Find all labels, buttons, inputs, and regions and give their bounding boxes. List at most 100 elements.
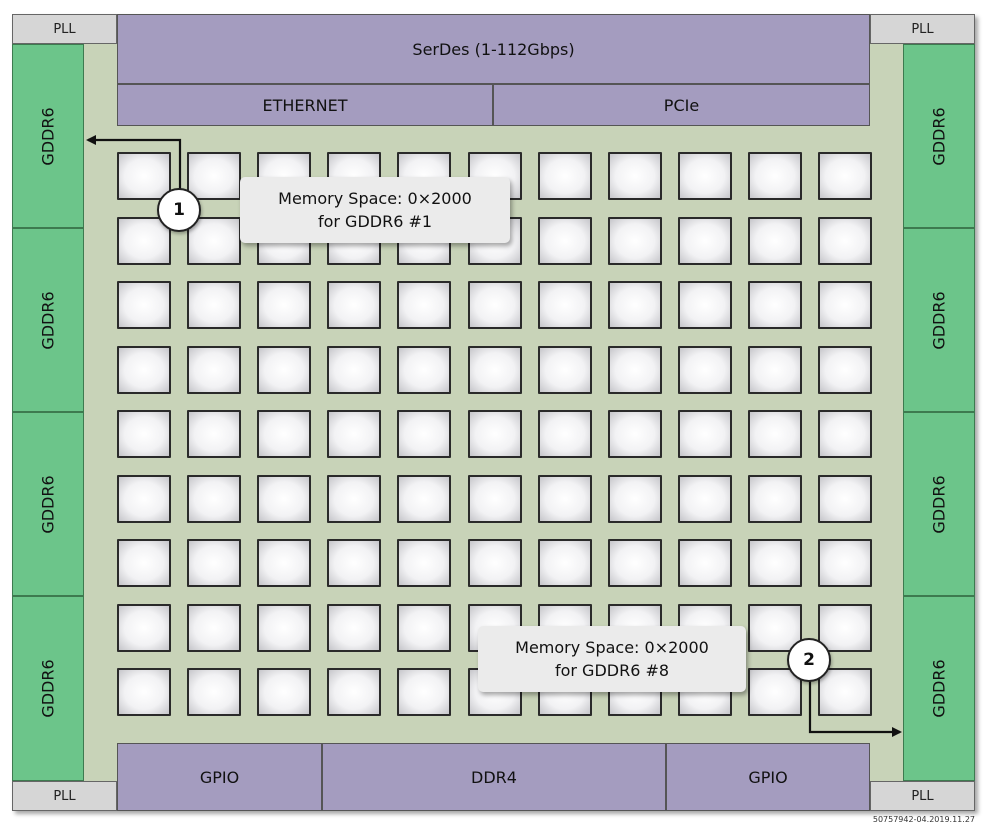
compute-tile-r1-c10 — [818, 216, 872, 265]
badge-1-label: 1 — [173, 200, 185, 220]
gddr6-left-1: GDDR6 — [12, 44, 84, 228]
gddr6-left-2: GDDR6 — [12, 228, 84, 412]
compute-tile-r4-c10 — [818, 410, 872, 458]
compute-tile-r0-c1 — [187, 152, 242, 200]
compute-tile-r1-c7 — [607, 216, 662, 265]
pll-top-right: PLL — [870, 14, 975, 44]
compute-tile-r7-c3 — [327, 603, 382, 652]
compute-tile-r5-c7 — [607, 474, 662, 523]
arrow-to-gddr6-8 — [808, 662, 902, 737]
compute-tile-r3-c8 — [677, 345, 732, 394]
compute-tile-r5-c6 — [537, 474, 592, 523]
compute-tile-r3-c3 — [327, 345, 382, 394]
badge-2: 2 — [787, 638, 831, 682]
compute-tile-r5-c4 — [397, 474, 452, 523]
gddr6-right-1: GDDR6 — [903, 44, 975, 228]
compute-tile-r2-c10 — [818, 281, 872, 329]
pll-top-right-label: PLL — [911, 21, 934, 37]
compute-tile-r6-c2 — [257, 539, 312, 587]
compute-tile-r7-c2 — [257, 603, 312, 652]
callout-1-line1: Memory Space: 0×2000 — [278, 189, 472, 208]
compute-tile-r5-c10 — [818, 474, 872, 523]
compute-tile-r5-c1 — [187, 474, 242, 523]
compute-tile-r2-c8 — [677, 281, 732, 329]
compute-tile-r2-c5 — [467, 281, 522, 329]
gddr6-left-3: GDDR6 — [12, 412, 84, 596]
compute-tile-r0-c10 — [818, 152, 872, 200]
callout-1-line2: for GDDR6 #1 — [317, 212, 433, 231]
compute-tile-r1-c6 — [537, 216, 592, 265]
compute-tile-r7-c0 — [117, 603, 171, 652]
compute-tile-r8-c4 — [397, 668, 452, 716]
compute-tile-r6-c5 — [467, 539, 522, 587]
gddr6-right-4: GDDR6 — [903, 596, 975, 781]
compute-tile-r8-c0 — [117, 668, 171, 716]
compute-tile-r2-c6 — [537, 281, 592, 329]
compute-tile-r5-c2 — [257, 474, 312, 523]
badge-2-label: 2 — [803, 650, 815, 670]
compute-tile-r6-c10 — [818, 539, 872, 587]
compute-tile-r0-c8 — [677, 152, 732, 200]
compute-tile-r3-c2 — [257, 345, 312, 394]
pll-bottom-right-label: PLL — [911, 788, 934, 804]
compute-tile-r6-c1 — [187, 539, 242, 587]
compute-tile-r3-c5 — [467, 345, 522, 394]
serdes-block: SerDes (1-112Gbps) — [117, 14, 870, 84]
serdes-label: SerDes (1-112Gbps) — [412, 39, 575, 59]
compute-tile-r4-c9 — [747, 410, 802, 458]
compute-tile-r8-c10 — [818, 668, 872, 716]
compute-tile-r5-c5 — [467, 474, 522, 523]
compute-tile-r3-c4 — [397, 345, 452, 394]
compute-tile-r8-c2 — [257, 668, 312, 716]
compute-tile-r6-c4 — [397, 539, 452, 587]
compute-tile-r5-c8 — [677, 474, 732, 523]
compute-tile-r2-c7 — [607, 281, 662, 329]
compute-tile-r5-c9 — [747, 474, 802, 523]
compute-tile-r4-c5 — [467, 410, 522, 458]
pll-bottom-right: PLL — [870, 781, 975, 811]
compute-tile-r7-c4 — [397, 603, 452, 652]
compute-tile-r3-c9 — [747, 345, 802, 394]
compute-tile-r0-c6 — [537, 152, 592, 200]
compute-tile-r6-c8 — [677, 539, 732, 587]
compute-tile-r8-c1 — [187, 668, 242, 716]
ddr4-label: DDR4 — [471, 767, 517, 787]
compute-tile-r3-c6 — [537, 345, 592, 394]
pll-top-left-label: PLL — [53, 21, 76, 37]
figure-id-footnote: 50757942-04.2019.11.27 — [872, 815, 975, 824]
compute-tile-r3-c10 — [818, 345, 872, 394]
pcie-label: PCIe — [663, 95, 700, 115]
compute-tile-r4-c4 — [397, 410, 452, 458]
compute-tile-r2-c4 — [397, 281, 452, 329]
compute-tile-r1-c8 — [677, 216, 732, 265]
ethernet-label: ETHERNET — [262, 95, 348, 115]
compute-tile-r7-c1 — [187, 603, 242, 652]
compute-tile-r4-c6 — [537, 410, 592, 458]
compute-tile-r5-c3 — [327, 474, 382, 523]
pll-top-left: PLL — [12, 14, 117, 44]
compute-tile-r2-c2 — [257, 281, 312, 329]
gddr6-right-3: GDDR6 — [903, 412, 975, 596]
ethernet-block: ETHERNET — [117, 84, 493, 126]
callout-2-line1: Memory Space: 0×2000 — [515, 638, 709, 657]
callout-2-line2: for GDDR6 #8 — [554, 661, 670, 680]
compute-tile-r5-c0 — [117, 474, 171, 523]
compute-tile-r3-c7 — [607, 345, 662, 394]
compute-tile-r2-c9 — [747, 281, 802, 329]
compute-tile-r0-c0 — [117, 152, 171, 200]
compute-tile-r4-c1 — [187, 410, 242, 458]
callout-memory-space-2: Memory Space: 0×2000 for GDDR6 #8 — [478, 626, 746, 692]
compute-tile-r7-c10 — [818, 603, 872, 652]
compute-tile-r2-c0 — [117, 281, 171, 329]
compute-tile-r0-c7 — [607, 152, 662, 200]
gpio-right-label: GPIO — [748, 767, 788, 787]
compute-tile-r6-c9 — [747, 539, 802, 587]
gddr6-left-4: GDDR6 — [12, 596, 84, 781]
ddr4-block: DDR4 — [322, 743, 666, 811]
compute-tile-r6-c6 — [537, 539, 592, 587]
badge-1: 1 — [157, 188, 201, 232]
compute-tile-r3-c0 — [117, 345, 171, 394]
